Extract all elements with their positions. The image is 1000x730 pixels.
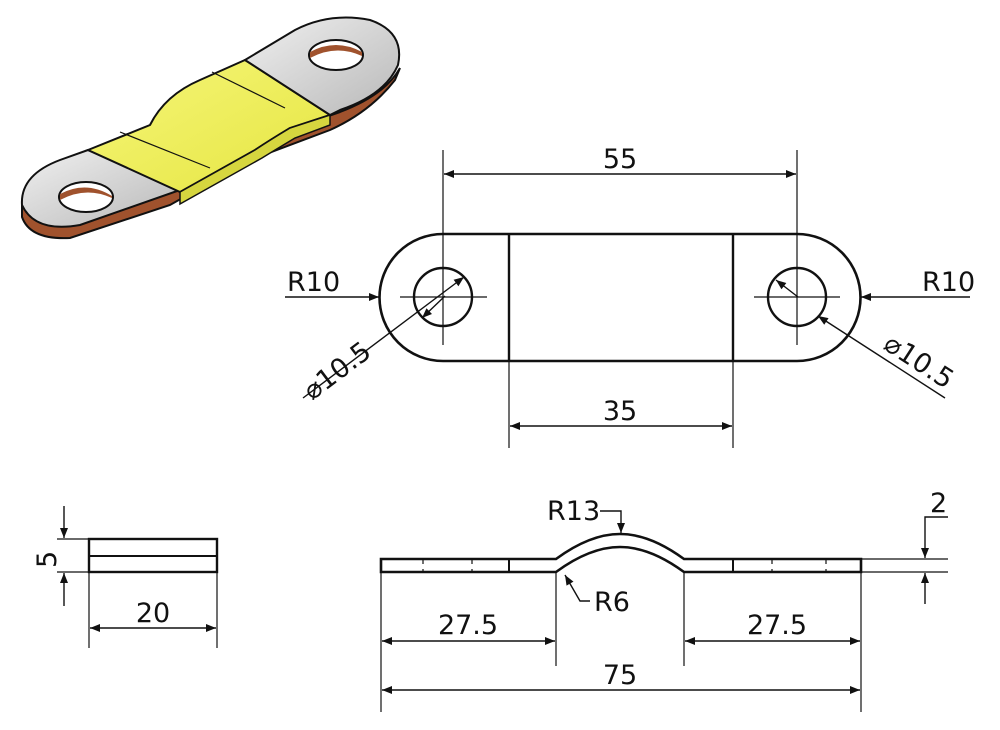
dim-5-label: 5 [32,551,63,568]
dim-hole-right-inner-arrow [775,279,799,298]
top-view: 55 35 R10 R10 ⌀10.5 ⌀10.5 [285,144,975,448]
dim-r10-right-label: R10 [922,267,975,298]
dim-r13-leader [600,510,625,533]
side-view: 27.5 27.5 75 R13 R6 2 [379,488,948,712]
dim-hole-left-inner-arrow [421,295,446,319]
side-outline [379,532,863,574]
dim-27-5-right-label: 27.5 [747,610,807,641]
dim-75-label: 75 [603,660,637,691]
top-outline [378,232,862,363]
dim-r6-label: R6 [594,587,630,618]
dim-2-label: 2 [930,488,947,519]
iso-band-line-2 [211,71,286,109]
dim-hole-left-label: ⌀10.5 [298,336,378,407]
dim-20-label: 20 [136,598,170,629]
dim-r13-label: R13 [547,496,600,527]
iso-right-hole-wall [310,45,362,58]
dim-hole-left-leader [302,276,465,399]
iso-band-line-1 [119,131,211,169]
isometric-view [20,16,401,240]
dim-55-label: 55 [603,144,637,175]
dim-hole-right-leader [817,315,946,399]
dim-27-5-left-label: 27.5 [438,610,498,641]
dim-r6-leader [564,574,590,602]
iso-band-side [179,113,331,206]
end-view: 20 5 [32,506,219,648]
iso-right-hole [308,39,364,71]
dim-r10-left-label: R10 [287,267,340,298]
iso-left-hole [58,181,114,213]
dim-2-arrow-top [921,516,948,558]
iso-left-hole-wall [60,187,112,200]
dim-hole-right-label: ⌀10.5 [878,328,959,396]
dim-35-label: 35 [603,396,637,427]
